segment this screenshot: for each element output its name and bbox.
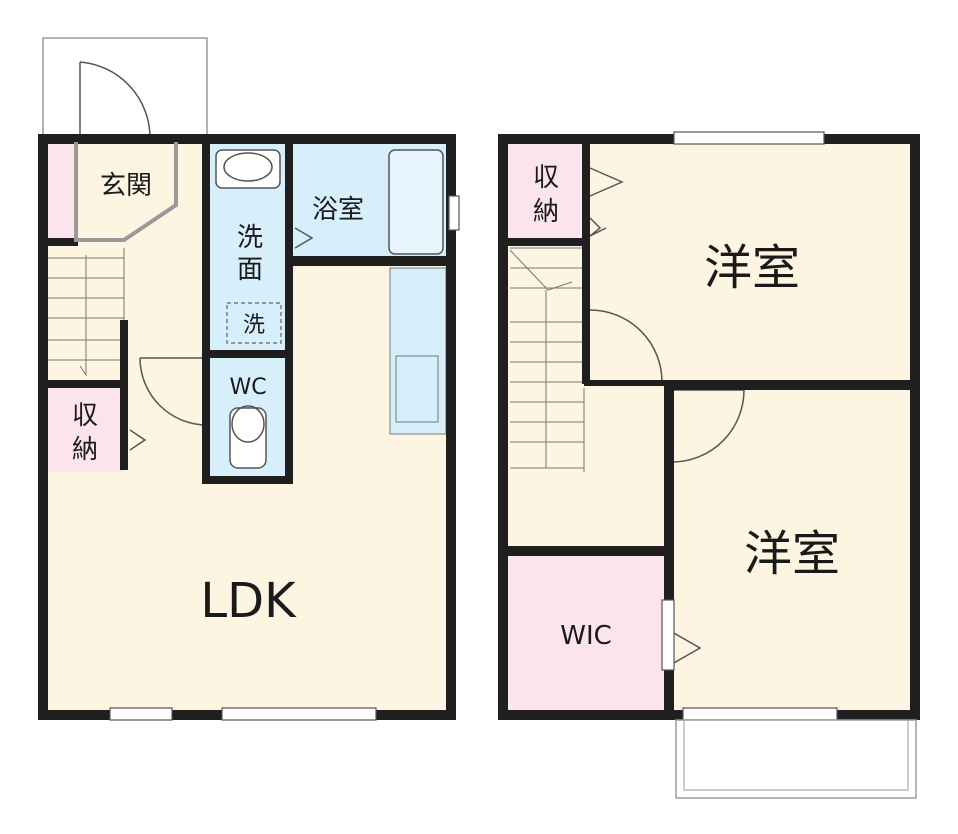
stairs-1f: [48, 248, 125, 377]
bath-door-marker: [294, 227, 314, 249]
wic-area: [506, 552, 666, 712]
floor-1: 玄関 洗 面 洗 浴室 WC 収 納 LDK: [38, 37, 460, 721]
balcony-outline: [675, 719, 917, 799]
floor-2: 収 納 洋室 洋室 WIC: [498, 131, 920, 799]
wic-door-marker: [671, 631, 702, 665]
window-2f-top: [673, 131, 825, 145]
storage-1f-label-2: 納: [72, 435, 98, 465]
window-1f-left: [109, 707, 173, 721]
entrance-inner-wall: [74, 142, 178, 242]
wc-label: WC: [229, 375, 266, 400]
wic-opening: [661, 599, 675, 671]
room2-door-swing: [671, 389, 745, 463]
wic-label: WIC: [560, 621, 612, 651]
washroom-label-1: 洗: [237, 223, 263, 253]
balcony-inner: [683, 719, 909, 791]
window-2f-bottom: [682, 707, 838, 721]
window-1f-right: [221, 707, 377, 721]
storage-2f-area: [506, 142, 584, 238]
bathtub-icon: [388, 149, 444, 255]
storage-door-marker: [129, 429, 147, 451]
storage-1f-label-1: 収: [72, 401, 98, 431]
porch-outline: [42, 37, 208, 139]
hall-door-swing: [139, 357, 208, 426]
storage-1f-area: [45, 388, 123, 472]
western-room-2-label: 洋室: [744, 526, 840, 582]
stairs-2f: [509, 247, 585, 472]
entrance-label: 玄関: [100, 171, 152, 201]
entrance-door-swing: [79, 61, 151, 139]
storage-2f-hinge: [589, 217, 607, 237]
storage-2f-door-marker: [589, 167, 624, 197]
washer-space: [226, 302, 282, 344]
ldk-label: LDK: [200, 573, 297, 629]
western-room-1-label: 洋室: [704, 240, 800, 296]
toilet-bowl: [231, 405, 265, 443]
window-bath: [448, 195, 460, 231]
washer-label: 洗: [243, 313, 265, 338]
washroom-label-2: 面: [237, 255, 263, 285]
storage-2f-label-1: 収: [533, 163, 559, 193]
washbasin-icon: [215, 149, 281, 189]
bath-label: 浴室: [312, 195, 364, 225]
entrance-pink-area: [45, 142, 73, 238]
kitchen-sink-icon: [395, 355, 439, 423]
washbasin-bowl: [223, 152, 273, 182]
storage-2f-label-2: 納: [533, 197, 559, 227]
toilet-icon: [229, 407, 267, 469]
room1-door-swing: [589, 309, 663, 383]
